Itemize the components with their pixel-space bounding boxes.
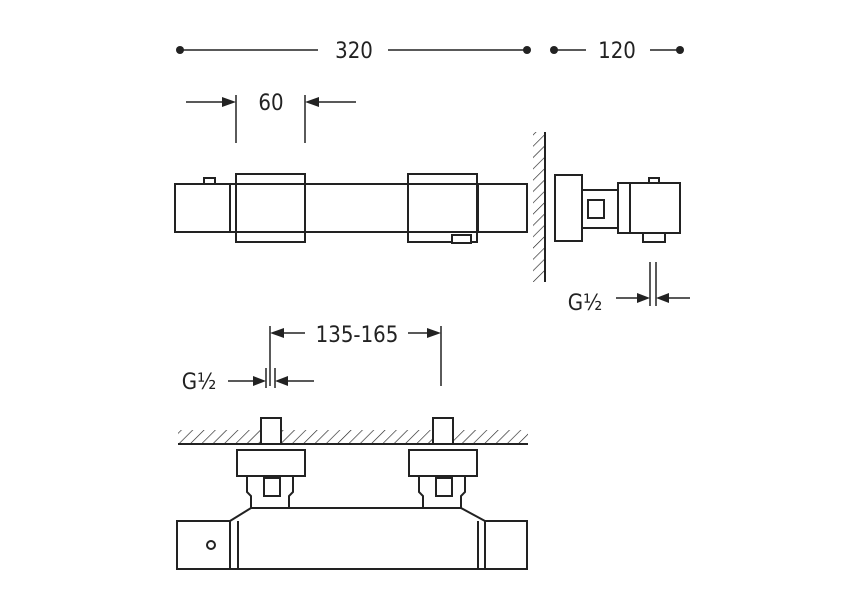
left-inlet	[260, 417, 282, 445]
right-bracket	[418, 476, 424, 508]
thread-bottom-label: G½	[182, 370, 217, 395]
wall-hatch-bottom	[178, 430, 528, 444]
dimension-lever-width: 60	[186, 91, 356, 143]
dimension-thread-bottom: G½	[182, 368, 314, 395]
centres-label: 135-165	[316, 323, 399, 348]
left-handle	[235, 173, 306, 243]
left-nut	[263, 477, 281, 497]
knob-dot	[206, 540, 216, 550]
right-nut	[435, 477, 453, 497]
plan-view	[176, 417, 528, 570]
right-handle	[407, 173, 478, 243]
bottom-button	[451, 234, 472, 244]
mixer-body-side	[617, 182, 681, 234]
dimension-320-label: 320	[335, 39, 373, 64]
right-inlet	[432, 417, 454, 445]
top-button	[203, 177, 216, 185]
dimension-thread-side: G½	[568, 262, 690, 316]
dimension-projection: 120	[550, 39, 684, 64]
wall-plate	[554, 174, 583, 242]
side-top-button	[648, 177, 660, 184]
left-bracket	[246, 476, 252, 508]
dimension-60-label: 60	[258, 91, 283, 116]
right-wall-plate	[408, 449, 478, 477]
wall-hatch	[533, 132, 545, 282]
dimension-centres: 135-165	[269, 323, 442, 386]
dimension-120-label: 120	[598, 39, 636, 64]
dimension-overall-length: 320	[176, 39, 531, 64]
front-view	[174, 173, 528, 244]
side-view	[533, 132, 681, 282]
thread-side-label: G½	[568, 291, 603, 316]
side-bottom-button	[642, 232, 666, 243]
left-wall-plate	[236, 449, 306, 477]
connector-nut	[587, 199, 605, 219]
